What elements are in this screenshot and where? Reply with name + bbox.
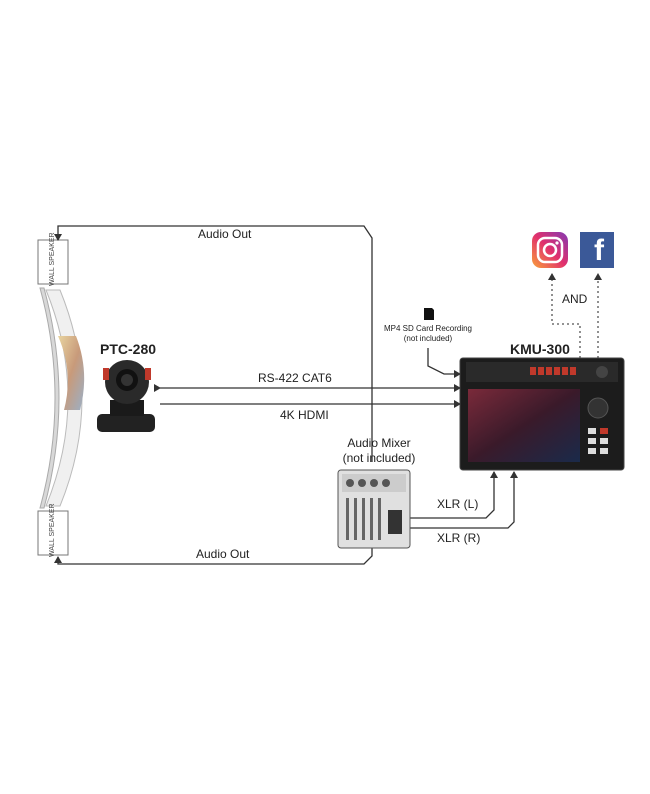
instagram-dotted-line <box>548 273 581 358</box>
audio-out-top-line <box>54 225 373 462</box>
hdmi-label: 4K HDMI <box>280 408 329 422</box>
ptc-280-camera <box>97 360 155 432</box>
sd-card-icon <box>424 308 434 320</box>
kmu-300-switcher <box>459 357 625 471</box>
xlr-right-line <box>408 471 518 529</box>
rs422-label: RS-422 CAT6 <box>258 371 332 385</box>
switcher-label: KMU-300 <box>510 341 570 357</box>
facebook-icon <box>580 232 614 268</box>
audio-out-bottom-line <box>54 548 373 565</box>
audio-mixer-label-line1: Audio Mixer <box>347 436 411 450</box>
wall-speaker-bottom-label: WALL SPEAKER <box>49 503 56 557</box>
xlr-left-label: XLR (L) <box>437 497 479 511</box>
projection-screen <box>39 287 85 509</box>
audio-mixer <box>337 469 411 549</box>
facebook-letter: f <box>594 234 604 267</box>
audio-out-bottom-label: Audio Out <box>196 547 250 561</box>
instagram-icon <box>532 232 568 268</box>
camera-label: PTC-280 <box>100 341 157 357</box>
wall-speaker-top <box>37 239 69 285</box>
sd-card-label-line2: (not included) <box>403 334 453 343</box>
wall-speaker-bottom <box>37 510 69 556</box>
xlr-left-line <box>408 471 498 519</box>
audio-mixer-label-line2: (not included) <box>342 451 416 465</box>
sd-card-line <box>427 348 461 378</box>
and-label: AND <box>562 292 588 306</box>
wall-speaker-top-label: WALL SPEAKER <box>49 232 56 286</box>
audio-out-top-label: Audio Out <box>198 227 252 241</box>
sd-card-label-line1: MP4 SD Card Recording <box>383 324 473 333</box>
xlr-right-label: XLR (R) <box>437 531 481 545</box>
